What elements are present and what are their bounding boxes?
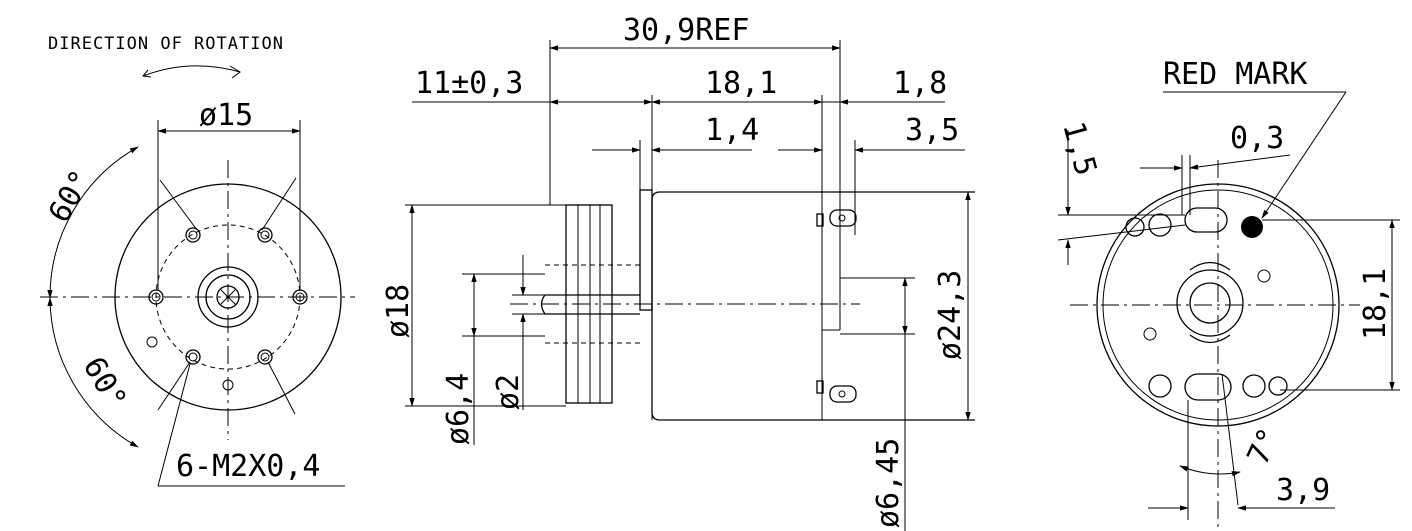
rear-boss (1176, 269, 1244, 337)
motor-body (651, 191, 975, 421)
red-mark-label: RED MARK (1163, 57, 1308, 92)
dim-shaft-diameter: ø2 (491, 374, 526, 410)
hub-outer (197, 266, 259, 328)
thread-spec-label: 6-M2X0,4 (176, 449, 321, 484)
dim-collar-diameter: ø6,4 (441, 373, 476, 445)
front-flange (639, 189, 653, 311)
dim-1-5: 1,5 (1055, 118, 1103, 179)
dim-overall-length: 30,9REF (623, 13, 749, 48)
terminal-bottom (829, 385, 857, 403)
rotation-arrow (142, 65, 241, 77)
dim-0-3: 0,3 (1230, 121, 1284, 156)
hub-inner (205, 274, 251, 320)
dim-terminal-offset: 1,8 (893, 66, 947, 101)
red-mark-dot (1241, 216, 1263, 238)
direction-of-rotation-label: DIRECTION OF ROTATION (48, 34, 284, 54)
side-view: 30,9REF 11±0,3 18,1 1,8 1,4 3,5 (381, 13, 975, 531)
dim-body-diameter: ø24,3 (933, 270, 968, 360)
dim-rear-boss-diameter: ø6,45 (871, 438, 906, 528)
dim-boss-diameter: ø18 (381, 284, 416, 338)
brush-slot-bottom (1184, 373, 1232, 401)
angle-upper-label: 60° (42, 164, 99, 228)
dim-terminal-spacing: 18,1 (1358, 268, 1393, 340)
bolt-circle (155, 224, 301, 370)
dim-body-length: 18,1 (705, 66, 777, 101)
dim-mount-diameter: ø15 (199, 98, 253, 133)
front-view: DIRECTION OF ROTATION (40, 34, 355, 487)
angle-arc-upper (47, 146, 139, 299)
angle-arc-lower (47, 297, 139, 448)
angle-lower-label: 60° (76, 351, 133, 415)
dim-shaft-length: 11±0,3 (415, 66, 523, 101)
shaft-bore (216, 285, 240, 309)
angle-7-label: 7° (1241, 423, 1288, 471)
dim-terminal-width: 3,5 (905, 113, 959, 148)
rear-view: RED MARK 18,1 1,5 (1055, 57, 1400, 531)
terminal-top (829, 209, 857, 227)
dim-3-9: 3,9 (1276, 473, 1330, 508)
brush-slot-top (1184, 207, 1228, 233)
dim-flange-thickness: 1,4 (705, 113, 759, 148)
